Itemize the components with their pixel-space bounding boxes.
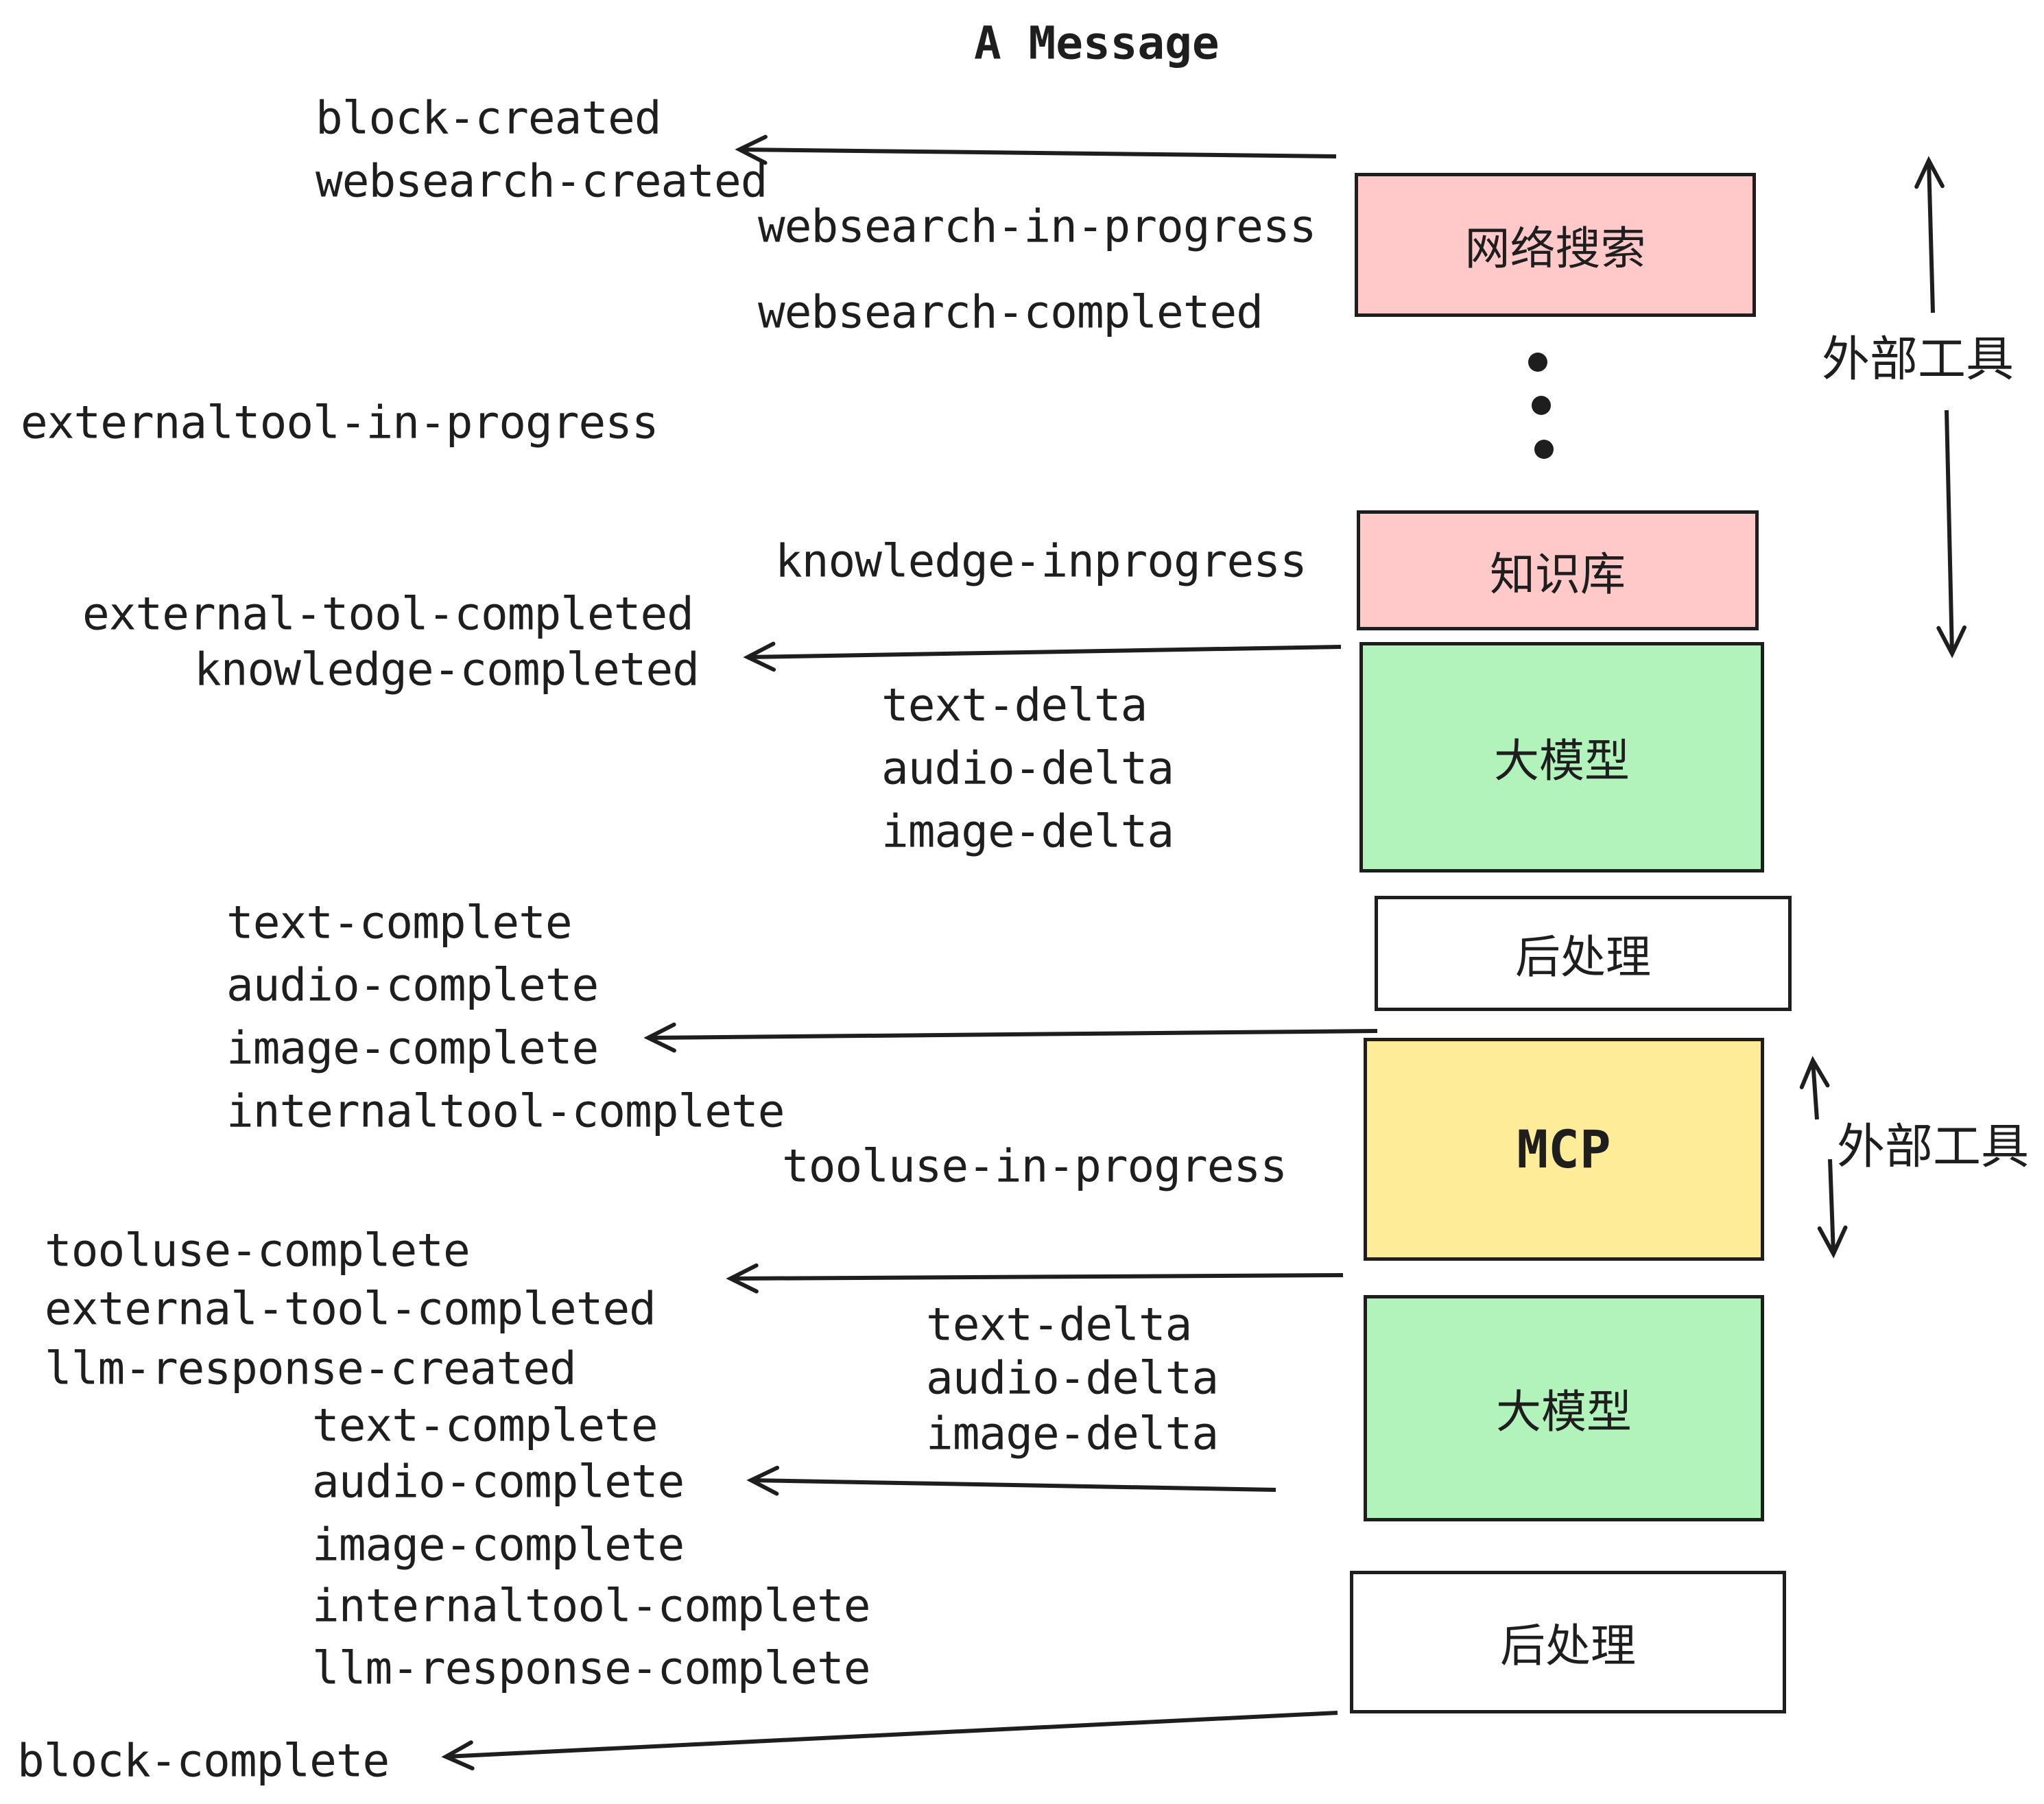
event-llm-response-created: llm-response-created bbox=[45, 1342, 577, 1395]
event-audio-complete-1: audio-complete bbox=[226, 958, 599, 1012]
arrow-image-complete bbox=[643, 1022, 1378, 1053]
box-llm-1: 大模型 bbox=[1359, 642, 1764, 873]
event-llm-response-complete: llm-response-complete bbox=[312, 1641, 870, 1695]
box-llm-1-label: 大模型 bbox=[1494, 735, 1630, 786]
event-audio-delta-2: audio-delta bbox=[926, 1351, 1219, 1405]
box-postprocess-2: 后处理 bbox=[1350, 1571, 1786, 1713]
event-websearch-in-progress: websearch-in-progress bbox=[758, 200, 1316, 253]
box-llm-2-label: 大模型 bbox=[1496, 1386, 1632, 1437]
event-block-created: block-created bbox=[316, 91, 662, 145]
event-knowledge-inprogress: knowledge-inprogress bbox=[775, 534, 1307, 588]
mcp-external-tools-up-arrow bbox=[1799, 1056, 1830, 1120]
arrow-block-complete bbox=[441, 1711, 1338, 1770]
event-external-tool-completed-1: external-tool-completed bbox=[82, 587, 694, 641]
arrow-knowledge-completed bbox=[743, 641, 1342, 672]
external-tools-down-arrow bbox=[1936, 410, 1967, 658]
box-postprocess-1: 后处理 bbox=[1375, 896, 1792, 1011]
event-image-delta-1: image-delta bbox=[881, 805, 1174, 858]
ellipsis-dot bbox=[1528, 353, 1547, 372]
event-text-delta-1: text-delta bbox=[881, 678, 1148, 732]
event-internaltool-complete-1: internaltool-complete bbox=[226, 1084, 785, 1138]
box-websearch: 网络搜索 bbox=[1355, 173, 1756, 317]
external-tools-label-top: 外部工具 bbox=[1822, 332, 2014, 386]
box-mcp: MCP bbox=[1364, 1038, 1764, 1261]
ellipsis-dot bbox=[1532, 396, 1551, 415]
event-audio-delta-1: audio-delta bbox=[881, 741, 1174, 795]
external-tools-label-mcp: 外部工具 bbox=[1837, 1119, 2029, 1174]
event-image-complete-1: image-complete bbox=[226, 1021, 599, 1075]
box-websearch-label: 网络搜索 bbox=[1464, 223, 1646, 274]
event-text-complete-2: text-complete bbox=[312, 1399, 658, 1452]
event-externaltool-in-progress: externaltool-in-progress bbox=[21, 396, 659, 449]
event-tooluse-in-progress: tooluse-in-progress bbox=[782, 1139, 1287, 1193]
event-websearch-created: websearch-created bbox=[316, 154, 768, 208]
box-knowledge-base-label: 知识库 bbox=[1490, 548, 1626, 600]
box-knowledge-base: 知识库 bbox=[1357, 510, 1759, 630]
event-block-complete: block-complete bbox=[17, 1734, 390, 1788]
arrow-block-created bbox=[735, 134, 1337, 165]
box-postprocess-2-label: 后处理 bbox=[1500, 1620, 1636, 1671]
event-knowledge-completed: knowledge-completed bbox=[194, 643, 700, 696]
mcp-external-tools-down-arrow bbox=[1817, 1159, 1848, 1259]
event-text-complete-1: text-complete bbox=[226, 896, 573, 949]
box-mcp-label: MCP bbox=[1517, 1119, 1611, 1180]
arrow-tooluse-complete bbox=[726, 1263, 1344, 1294]
event-text-delta-2: text-delta bbox=[926, 1298, 1192, 1351]
external-tools-up-arrow bbox=[1914, 156, 1945, 313]
arrow-audio-complete bbox=[746, 1465, 1276, 1496]
event-external-tool-completed-2: external-tool-completed bbox=[45, 1282, 656, 1336]
event-internaltool-complete-2: internaltool-complete bbox=[312, 1579, 870, 1633]
event-image-delta-2: image-delta bbox=[926, 1407, 1219, 1460]
event-tooluse-complete: tooluse-complete bbox=[45, 1224, 471, 1277]
box-llm-2: 大模型 bbox=[1364, 1295, 1764, 1521]
event-image-complete-2: image-complete bbox=[312, 1518, 685, 1571]
ellipsis-dot bbox=[1534, 440, 1554, 459]
event-websearch-completed: websearch-completed bbox=[758, 285, 1263, 339]
box-postprocess-1-label: 后处理 bbox=[1515, 931, 1651, 982]
event-audio-complete-2: audio-complete bbox=[312, 1455, 685, 1508]
diagram-title: A Message bbox=[974, 16, 1220, 70]
